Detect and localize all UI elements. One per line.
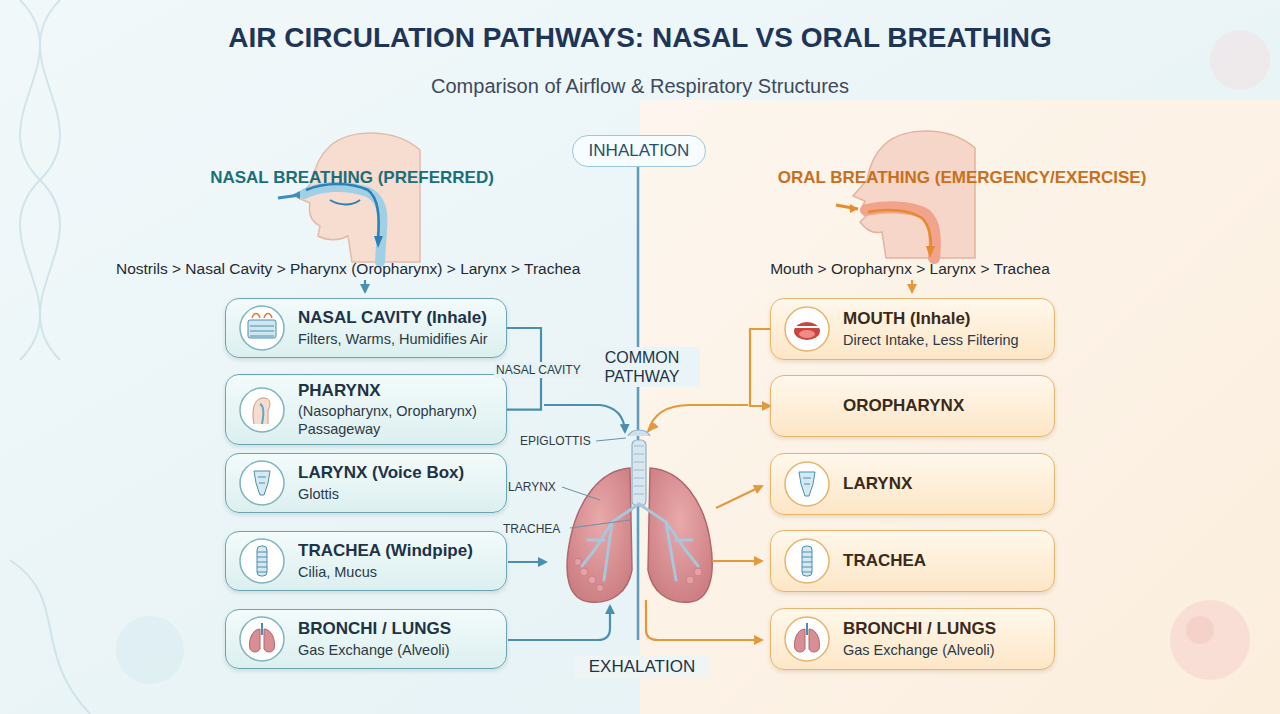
lungs-illustration [567, 430, 712, 602]
pathway-pill: INHALATION [572, 135, 706, 167]
structure-icon [783, 305, 831, 353]
structure-icon [783, 460, 831, 508]
box-heading: BRONCHI / LUNGS [843, 619, 1044, 639]
common-pathway-line [637, 167, 640, 640]
box-body: Gas Exchange (Alveoli) [843, 642, 1044, 659]
text-label: NASAL BREATHING (PREFERRED) [142, 168, 562, 188]
structure-box: TRACHEA (Windpipe) Cilia, Mucus [225, 531, 507, 591]
structure-icon [238, 537, 286, 585]
text-label: COMMON PATHWAY [584, 347, 700, 387]
text-label: Mouth > Oropharynx > Larynx > Trachea [745, 260, 1075, 279]
structure-box: MOUTH (Inhale) Direct Intake, Less Filter… [770, 298, 1055, 360]
box-body: Direct Intake, Less Filtering [843, 332, 1044, 349]
box-body: Gas Exchange (Alveoli) [298, 642, 496, 659]
oral-head-illustration [836, 131, 975, 258]
flow-connector [750, 329, 770, 406]
structure-icon [238, 459, 286, 507]
text-label: EPIGLOTTIS [520, 434, 600, 448]
structure-box: BRONCHI / LUNGS Gas Exchange (Alveoli) [770, 608, 1055, 670]
cell-decoration [116, 30, 1270, 684]
box-heading: TRACHEA [843, 551, 1044, 571]
diagram-title: AIR CIRCULATION PATHWAYS: NASAL VS ORAL … [20, 22, 1260, 54]
structure-icon [238, 615, 286, 663]
structure-box: PHARYNX(Nasopharynx, Oropharynx) Passage… [225, 374, 507, 445]
structure-box: BRONCHI / LUNGS Gas Exchange (Alveoli) [225, 609, 507, 669]
structure-box: NASAL CAVITY (Inhale) Filters, Warms, Hum… [225, 298, 507, 358]
text-label: NASAL CAVITY [494, 362, 593, 378]
structure-icon [238, 304, 286, 352]
text-label: ORAL BREATHING (EMERGENCY/EXERCISE) [742, 168, 1182, 188]
structure-icon [238, 386, 286, 434]
structure-box: TRACHEA [770, 530, 1055, 592]
ground-right [640, 100, 1280, 714]
box-heading: MOUTH (Inhale) [843, 309, 1044, 329]
leader-lines [562, 438, 630, 528]
box-heading: INHALATION [589, 141, 690, 161]
box-heading: TRACHEA (Windpipe) [298, 541, 496, 561]
box-body: Cilia, Mucus [298, 564, 496, 581]
box-heading: LARYNX (Voice Box) [298, 463, 496, 483]
dna-decoration [10, 0, 90, 714]
box-body: (Nasopharynx, Oropharynx) Passageway [298, 403, 496, 438]
box-heading: BRONCHI / LUNGS [298, 619, 496, 639]
box-heading: NASAL CAVITY (Inhale) [298, 308, 496, 328]
text-label: Comparison of Airflow & Respiratory Stru… [140, 74, 1140, 98]
box-heading: OROPHARYNX [843, 396, 1044, 416]
box-body: Filters, Warms, Humidifies Air [298, 331, 496, 348]
text-label: TRACHEA [503, 522, 569, 536]
text-label: EXHALATION [575, 656, 709, 678]
box-body: Glottis [298, 486, 496, 503]
box-heading: PHARYNX [298, 381, 496, 401]
box-heading: LARYNX [843, 474, 1044, 494]
structure-box: OROPHARYNX [770, 375, 1055, 437]
text-label: Nostrils > Nasal Cavity > Pharynx (Oroph… [116, 260, 596, 279]
structure-box: LARYNX [770, 453, 1055, 515]
structure-icon [783, 615, 831, 663]
nasal-head-illustration [278, 133, 420, 262]
structure-box: LARYNX (Voice Box) Glottis [225, 453, 507, 513]
text-label: LARYNX [508, 480, 568, 494]
structure-icon [783, 537, 831, 585]
